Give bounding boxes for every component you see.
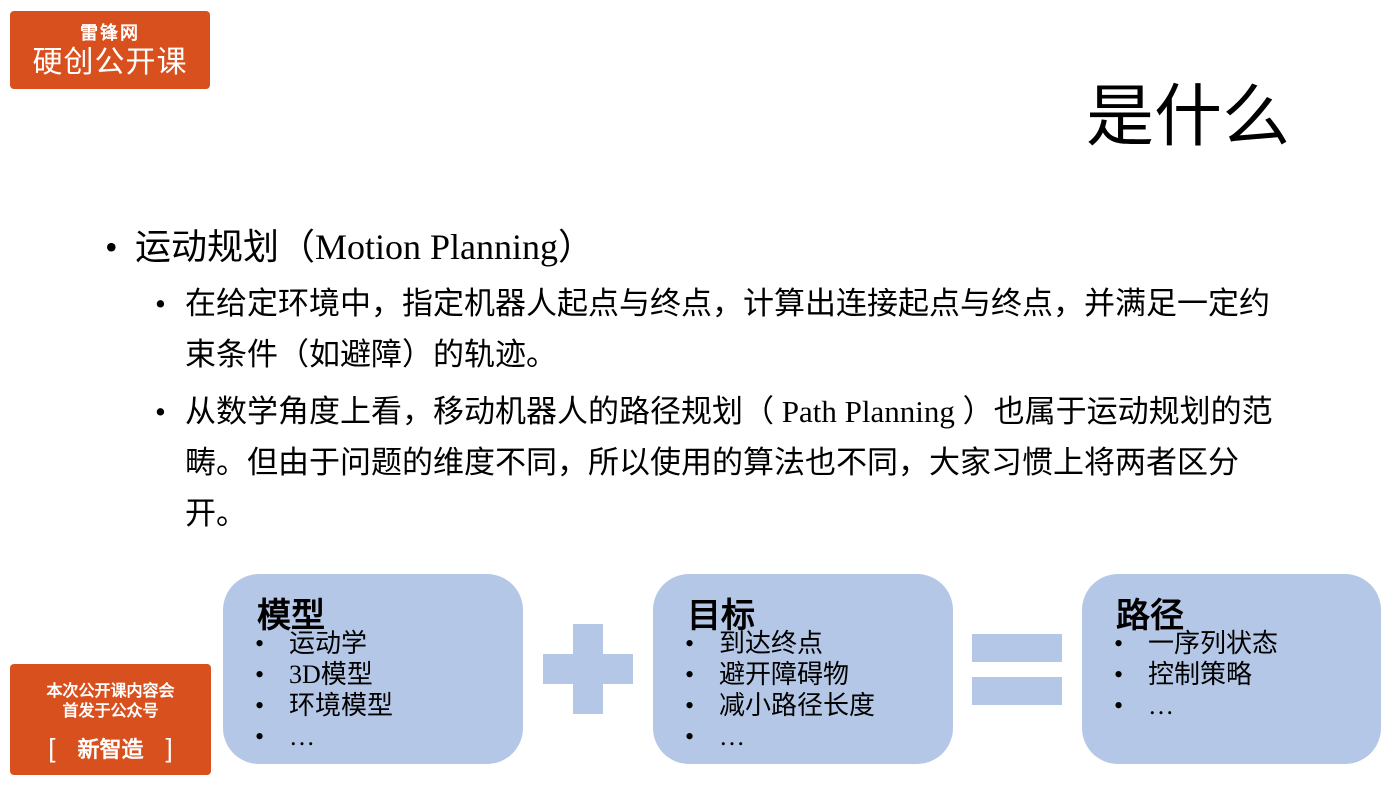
list-item: •避开障碍物: [685, 660, 850, 689]
bullet-main: • 运动规划（Motion Planning）: [105, 222, 1285, 272]
card-title: 路径: [1116, 598, 1184, 635]
logo-top-line2: 硬创公开课: [32, 46, 188, 79]
bracket-left: [: [48, 732, 56, 763]
list-item: •控制策略: [1114, 660, 1253, 689]
slide-title: 是什么: [1085, 78, 1290, 157]
logo-bottom-line1: 本次公开课内容会: [46, 683, 175, 700]
list-item: •减小路径长度: [685, 691, 876, 720]
list-item: •…: [255, 722, 315, 751]
sub-bullet: • 在给定环境中，指定机器人起点与终点，计算出连接起点与终点，并满足一定约束条件…: [155, 278, 1285, 380]
bullet-main-text: 运动规划（Motion Planning）: [135, 227, 595, 267]
sub-bullet: • 从数学角度上看，移动机器人的路径规划（ Path Planning ）也属于…: [155, 386, 1285, 539]
card-goal: 目标 •到达终点 •避开障碍物 •减小路径长度 •…: [653, 574, 953, 764]
list-item: •环境模型: [255, 691, 394, 720]
bullet-dot: •: [105, 227, 118, 267]
logo-top-line1: 雷锋网: [80, 23, 140, 43]
logo-bottom-line2: 首发于公众号: [62, 703, 159, 720]
sub-bullet-text: 从数学角度上看，移动机器人的路径规划（ Path Planning ）也属于运动…: [185, 394, 1273, 531]
plus-icon: [543, 624, 633, 714]
bracket-right: ]: [165, 732, 173, 763]
list-item: •…: [685, 722, 745, 751]
bullet-dot: •: [155, 286, 166, 321]
logo-xinzhizao: 本次公开课内容会 首发于公众号 [ 新智造 ]: [10, 664, 211, 775]
card-model: 模型 •运动学 •3D模型 •环境模型 •…: [223, 574, 523, 764]
list-item: •运动学: [255, 629, 368, 658]
bullet-dot: •: [155, 394, 166, 429]
card-list: •一序列状态 •控制策略 •…: [1114, 628, 1278, 721]
equals-icon: [972, 634, 1062, 706]
list-item: •…: [1114, 691, 1174, 720]
logo-bottom-brand-row: [ 新智造 ]: [10, 732, 211, 764]
bullet-list: • 运动规划（Motion Planning） • 在给定环境中，指定机器人起点…: [105, 222, 1285, 539]
list-item: •3D模型: [255, 660, 373, 689]
logo-lei-feng: 雷锋网 硬创公开课: [10, 11, 210, 89]
card-list: •到达终点 •避开障碍物 •减小路径长度 •…: [685, 628, 875, 752]
card-list: •运动学 •3D模型 •环境模型 •…: [255, 628, 393, 752]
list-item: •到达终点: [685, 629, 824, 658]
sub-bullet-text: 在给定环境中，指定机器人起点与终点，计算出连接起点与终点，并满足一定约束条件（如…: [185, 286, 1270, 372]
card-title: 模型: [257, 598, 325, 635]
brand-name: 新智造: [77, 737, 144, 762]
card-title: 目标: [687, 598, 755, 635]
list-item: •一序列状态: [1114, 629, 1279, 658]
card-path: 路径 •一序列状态 •控制策略 •…: [1082, 574, 1381, 764]
